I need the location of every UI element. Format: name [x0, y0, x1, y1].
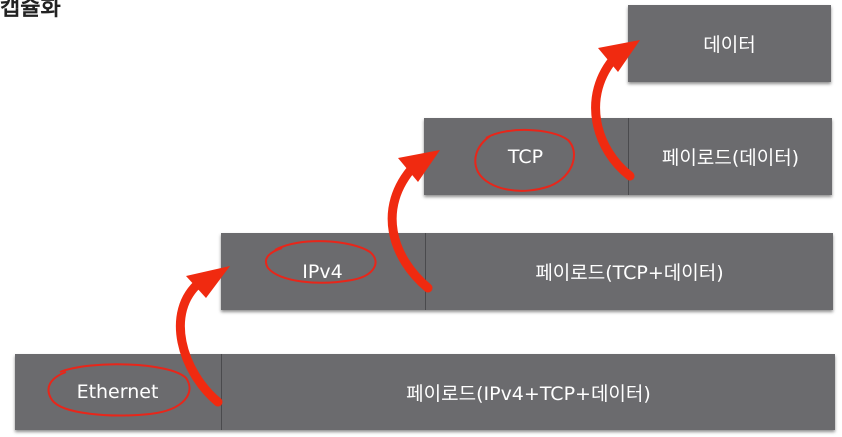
ipv4-header-label: IPv4 [302, 260, 343, 283]
data-block: 데이터 [628, 5, 831, 82]
tcp-header-label: TCP [507, 145, 544, 168]
ethernet-payload-label: 페이로드(IPv4+TCP+데이터) [406, 382, 651, 405]
tcp-segment-block: TCP 페이로드(데이터) [424, 118, 832, 195]
ethernet-header-label: Ethernet [76, 381, 159, 403]
ipv4-payload-label: 페이로드(TCP+데이터) [535, 262, 724, 284]
data-label: 데이터 [703, 34, 756, 56]
ipv4-packet-block: IPv4 페이로드(TCP+데이터) [221, 233, 833, 310]
tcp-payload-label: 페이로드(데이터) [661, 147, 800, 169]
diagram-heading: 캡슐화 [0, 0, 61, 18]
ethernet-frame-block: Ethernet 페이로드(IPv4+TCP+데이터) [15, 354, 835, 430]
